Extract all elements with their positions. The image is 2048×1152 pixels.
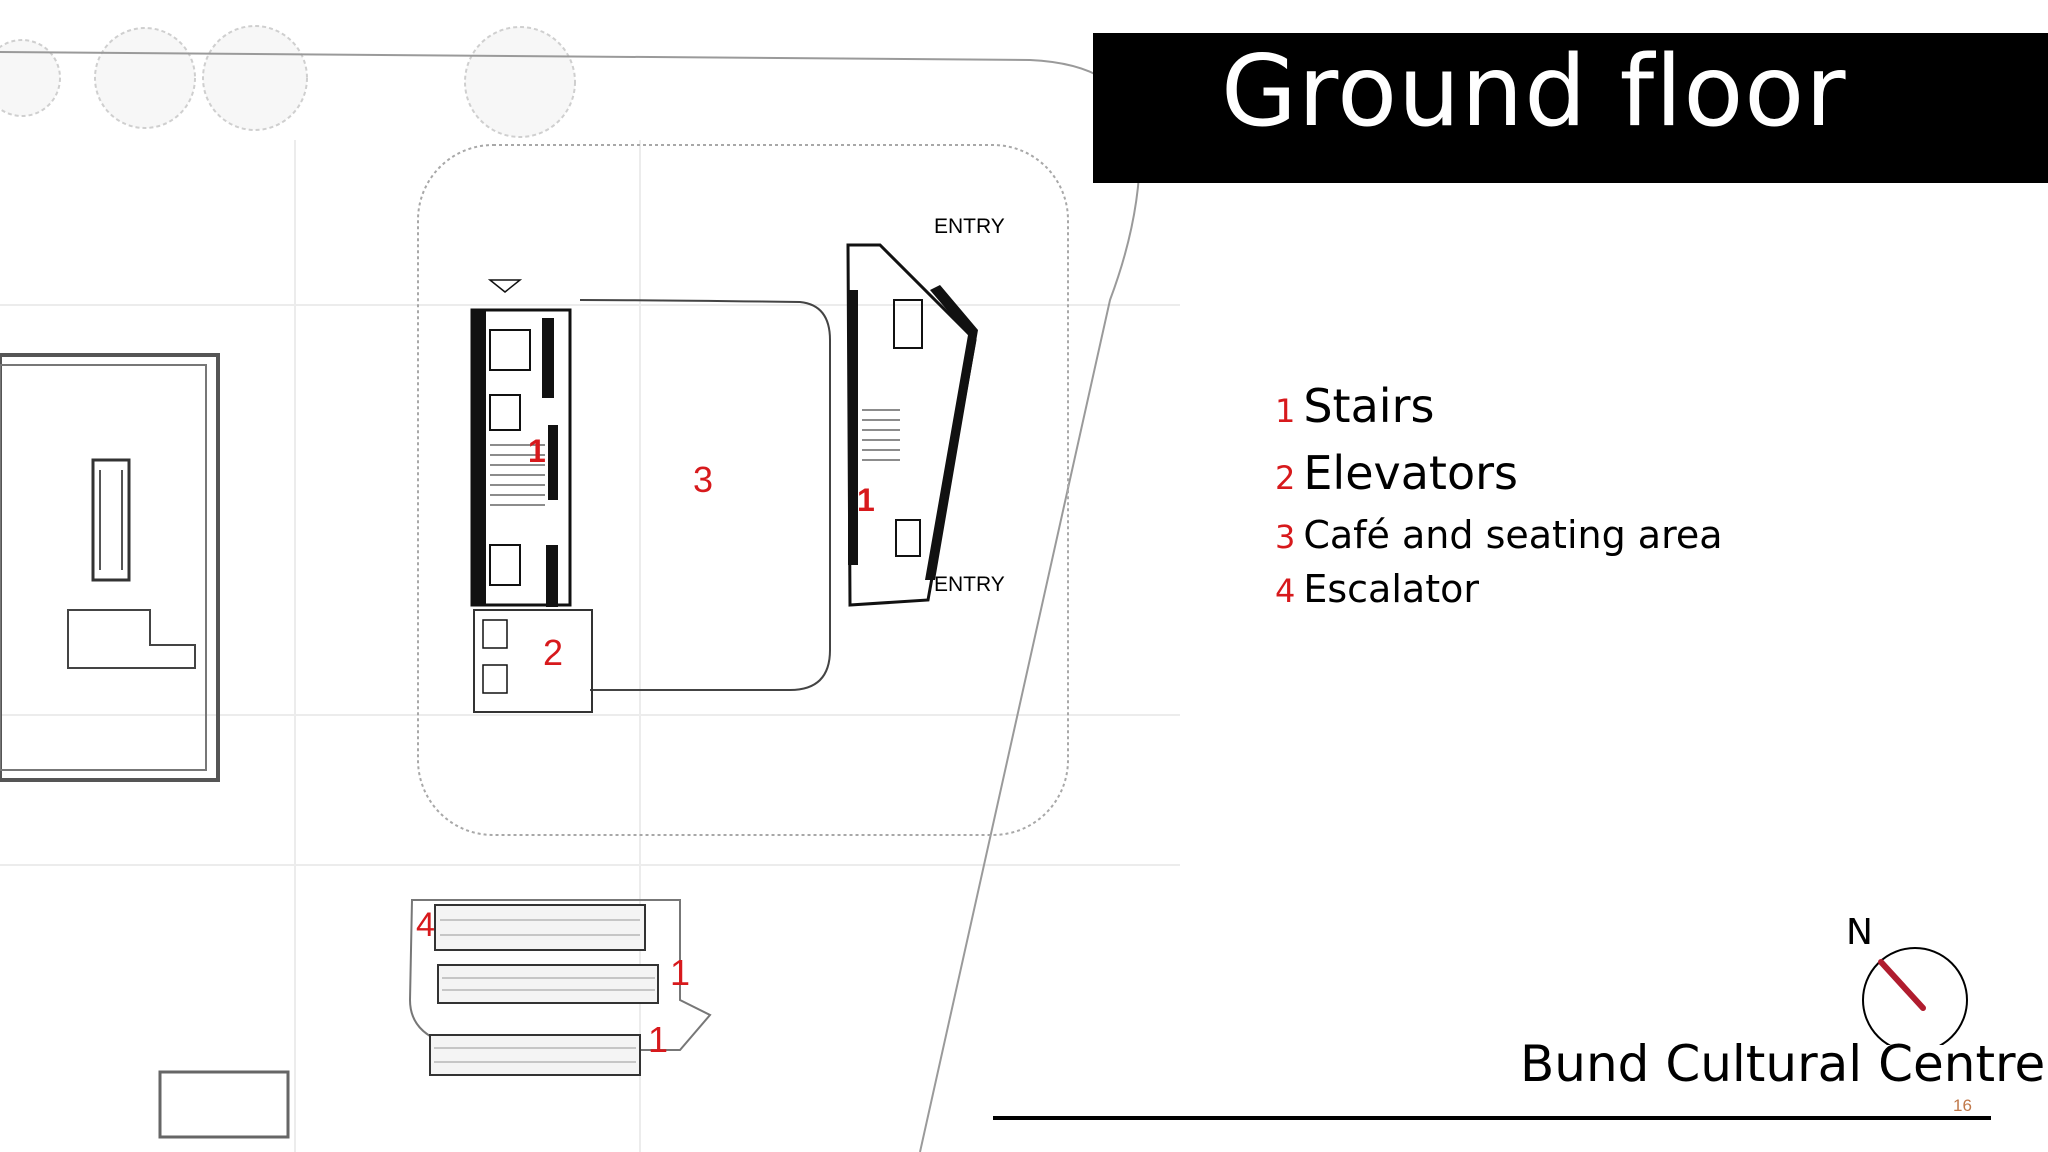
entry-label-south: ENTRY	[934, 573, 1005, 596]
title-bar: Ground floor	[1093, 33, 2048, 183]
plaza-outline	[417, 144, 1069, 836]
marker-stairs-east: 1	[857, 482, 875, 518]
legend-number: 1	[1275, 392, 1296, 430]
marker-cafe: 3	[693, 459, 713, 500]
slide-title: Ground floor	[1221, 35, 1847, 149]
legend-item-stairs: 1 Stairs	[1275, 375, 1723, 442]
legend-item-cafe: 3 Café and seating area	[1275, 509, 1723, 563]
legend-label: Elevators	[1303, 446, 1518, 500]
legend-label: Escalator	[1303, 567, 1479, 611]
marker-escalator: 4	[416, 906, 435, 944]
footer-title: Bund Cultural Centre	[1520, 1035, 2046, 1093]
cafe-area-outline	[579, 299, 831, 691]
legend: 1 Stairs 2 Elevators 3 Café and seating …	[1275, 375, 1723, 617]
north-arrow-icon	[1862, 947, 1968, 1045]
legend-number: 2	[1275, 459, 1296, 497]
page-number: 16	[1953, 1096, 1972, 1115]
legend-label: Café and seating area	[1303, 513, 1723, 557]
marker-stairs-escalator-1: 1	[670, 952, 690, 993]
legend-item-escalator: 4 Escalator	[1275, 563, 1723, 617]
compass-north-label: N	[1846, 912, 1873, 953]
marker-stairs-west: 1	[528, 433, 546, 469]
legend-number: 3	[1275, 518, 1296, 556]
entry-label-north: ENTRY	[934, 215, 1005, 238]
marker-elevators: 2	[543, 632, 563, 673]
floor-plan: ENTRY ENTRY 1 1 3 2 4 1 1	[0, 25, 1180, 1152]
legend-number: 4	[1275, 572, 1296, 610]
legend-label: Stairs	[1303, 379, 1435, 433]
marker-stairs-escalator-2: 1	[648, 1019, 668, 1060]
legend-item-elevators: 2 Elevators	[1275, 442, 1723, 509]
planter-block	[158, 1070, 290, 1139]
escalator-block	[408, 899, 712, 1076]
footer-divider	[993, 1116, 1991, 1120]
trees	[0, 25, 576, 138]
east-core	[846, 243, 978, 607]
left-building	[0, 353, 220, 782]
west-core	[470, 279, 593, 713]
